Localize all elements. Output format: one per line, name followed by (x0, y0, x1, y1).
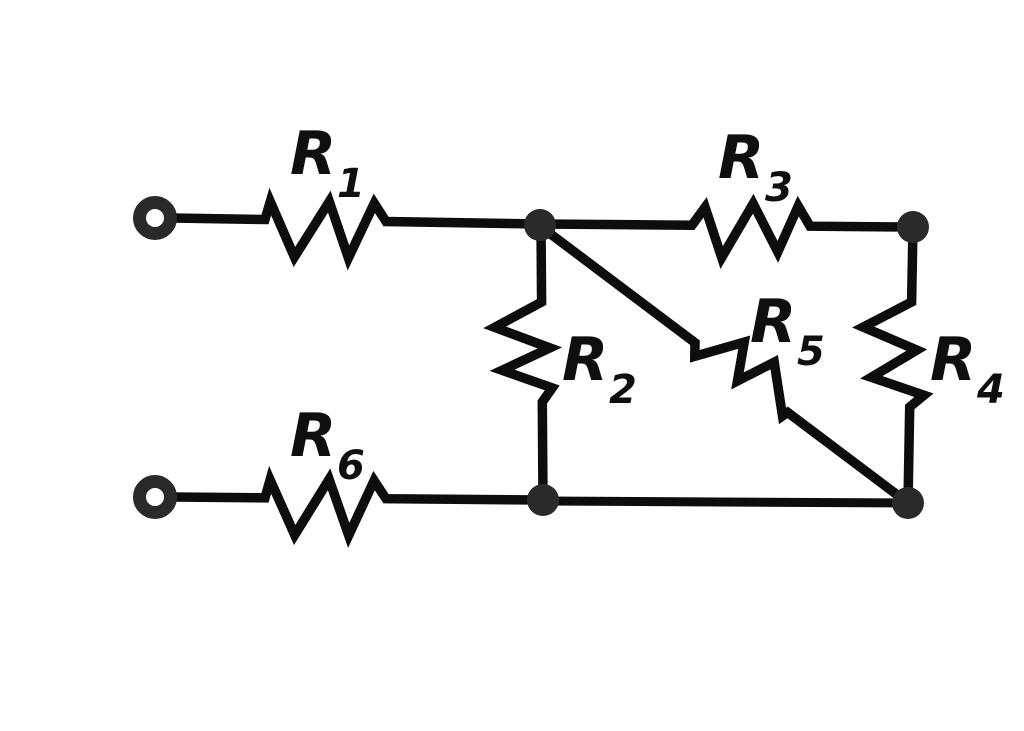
node-top-right-junction-dot (897, 211, 929, 243)
resistor-R1-subscript: 1 (337, 161, 365, 207)
resistor-R4-symbol (852, 222, 934, 508)
node-bottom-right-junction-dot (892, 487, 924, 519)
resistor-R1-symbol (167, 187, 545, 271)
resistor-R5-subscript: 5 (797, 329, 825, 375)
node-bottom-center-junction-dot (527, 484, 559, 516)
resistor-R4-label: R (930, 325, 976, 395)
resistor-R2-subscript: 2 (609, 367, 637, 413)
resistor-R6-subscript: 6 (337, 443, 365, 489)
resistor-R2-symbol (483, 221, 563, 505)
node-top-center-junction-dot (524, 209, 556, 241)
bottom-rail-wire (538, 496, 913, 508)
resistor-R5-label: R (750, 287, 796, 357)
resistor-R3-label: R (718, 123, 764, 193)
resistor-R6-symbol (167, 465, 548, 549)
resistor-R1-label: R (290, 119, 336, 189)
resistor-R3-subscript: 3 (765, 165, 793, 211)
resistor-R3-symbol (535, 193, 918, 269)
resistor-R4-subscript: 4 (976, 367, 1005, 413)
resistor-R6-label: R (290, 401, 336, 471)
terminal-top-left-open-terminal-icon (133, 196, 177, 240)
terminal-bottom-left-open-terminal-icon (133, 475, 177, 519)
resistor-R5-symbol (535, 221, 913, 508)
resistor-R2-label: R (562, 325, 608, 395)
